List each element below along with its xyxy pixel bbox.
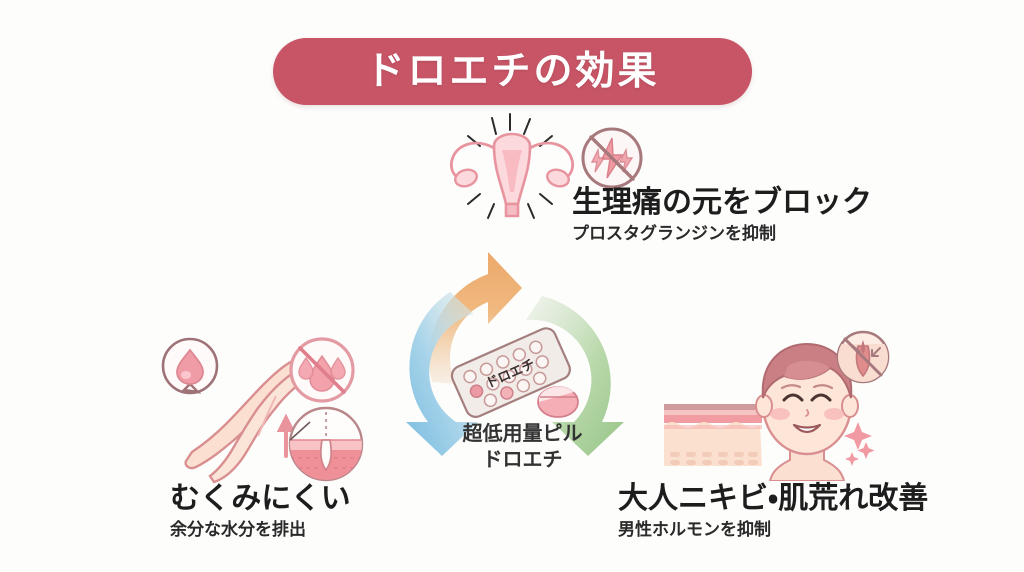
pain-lines-icon — [467, 113, 553, 219]
skin-pore-cross-section-icon — [288, 406, 364, 482]
tablet-icon — [537, 386, 579, 418]
center-product-label: 超低用量ピル ドロエチ — [440, 421, 605, 473]
pointer-line — [289, 421, 311, 441]
smiling-face-icon — [755, 342, 859, 482]
arrow-right-to-acne — [526, 296, 624, 456]
arrow-left-to-swelling — [406, 292, 478, 456]
face-illustration-group — [660, 326, 890, 486]
benefit-bottom-right-title: 大人ニキビ・肌荒れ改善 — [618, 482, 929, 515]
legs-illustration-group — [160, 330, 370, 490]
center-label-line1: 超低用量ピル — [462, 423, 583, 445]
benefit-bottom-left-title: むくみにくい — [170, 482, 351, 515]
benefit-label-bottom-left: むくみにくい 余分な水分を排出 — [170, 482, 351, 540]
benefit-bottom-left-subtitle: 余分な水分を排出 — [170, 519, 306, 539]
benefit-top-title: 生理痛の元をブロック — [572, 186, 872, 219]
benefit-label-bottom-right: 大人ニキビ・肌荒れ改善 男性ホルモンを抑制 — [618, 482, 928, 540]
no-sebum-pore-icon — [836, 330, 890, 384]
sparkle-icon — [844, 422, 875, 466]
title-banner: ドロエチの効果 — [273, 38, 752, 105]
pill-blister-pack-icon: ドロエチ — [450, 327, 571, 418]
pill-pack-group: ドロエチ — [440, 318, 590, 433]
benefit-bottom-right-subtitle: 男性ホルモンを抑制 — [618, 519, 771, 539]
flow-up-arrow-icon — [276, 413, 296, 458]
page-title: ドロエチの効果 — [365, 50, 660, 93]
skin-layers-cross-section-icon — [664, 404, 762, 466]
uterus-illustration-group — [432, 112, 652, 227]
uterus-icon — [450, 132, 574, 218]
no-water-droplets-icon — [289, 337, 355, 403]
center-label-line2: ドロエチ — [482, 449, 563, 471]
benefit-top-subtitle: プロスタグランジンを抑制 — [572, 223, 776, 243]
legs-icon — [184, 352, 320, 484]
water-drop-icon — [161, 337, 219, 395]
arrow-up-to-period-pain — [428, 252, 522, 384]
no-pain-lightning-icon — [581, 127, 643, 189]
benefit-label-top: 生理痛の元をブロック プロスタグランジンを抑制 — [572, 186, 872, 244]
cycle-arrows-group — [370, 232, 660, 477]
